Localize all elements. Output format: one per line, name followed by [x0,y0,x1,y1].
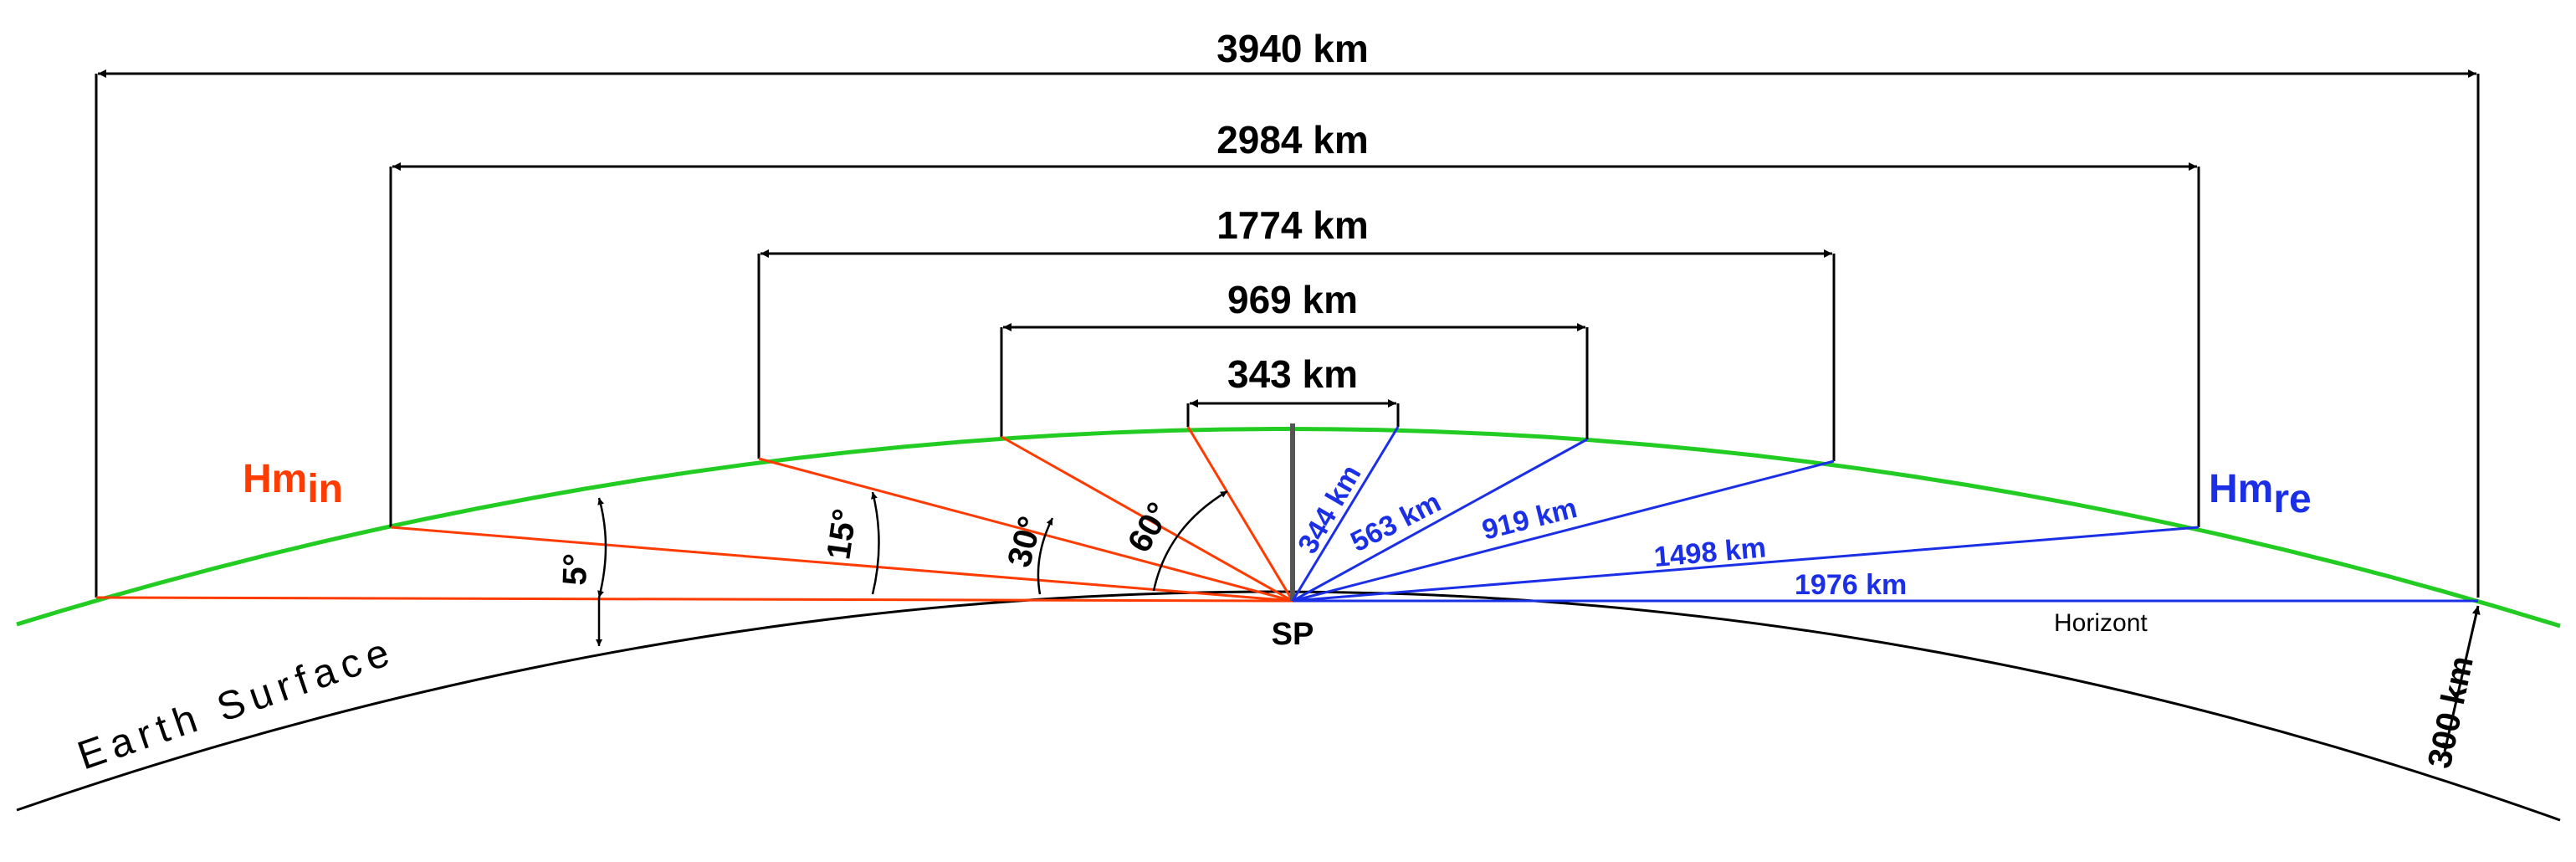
range-label-1498: 1498 km [1652,531,1767,573]
hm-in-label: Hmin [243,457,343,511]
horizont-label: Horizont [2054,609,2148,637]
altitude-label: 300 km [2421,653,2481,772]
hm-re-label: Hmre [2209,467,2312,521]
dim-label-3940: 3940 km [1216,27,1369,70]
altitude-arrow [2442,605,2481,752]
range-label-1976: 1976 km [1795,569,1907,601]
extension-lines [95,74,2480,598]
dim-label-343: 343 km [1227,352,1358,396]
angle-arcs [596,490,1228,646]
reflected-rays [1291,426,2478,603]
angle-label-15: 15° [820,506,863,562]
range-label-919: 919 km [1479,492,1580,546]
dim-label-969: 969 km [1227,278,1358,321]
range-label-563: 563 km [1345,486,1446,558]
angle-label-30: 30° [1001,513,1049,572]
dim-label-1774: 1774 km [1216,203,1369,247]
incoming-rays [95,426,1294,603]
dimension-lines [98,69,2476,408]
angle-label-5: 5° [556,553,594,587]
sp-label: SP [1272,617,1314,652]
dim-label-2984: 2984 km [1216,118,1369,162]
earth-surface-label: Earth Surface [72,629,401,779]
